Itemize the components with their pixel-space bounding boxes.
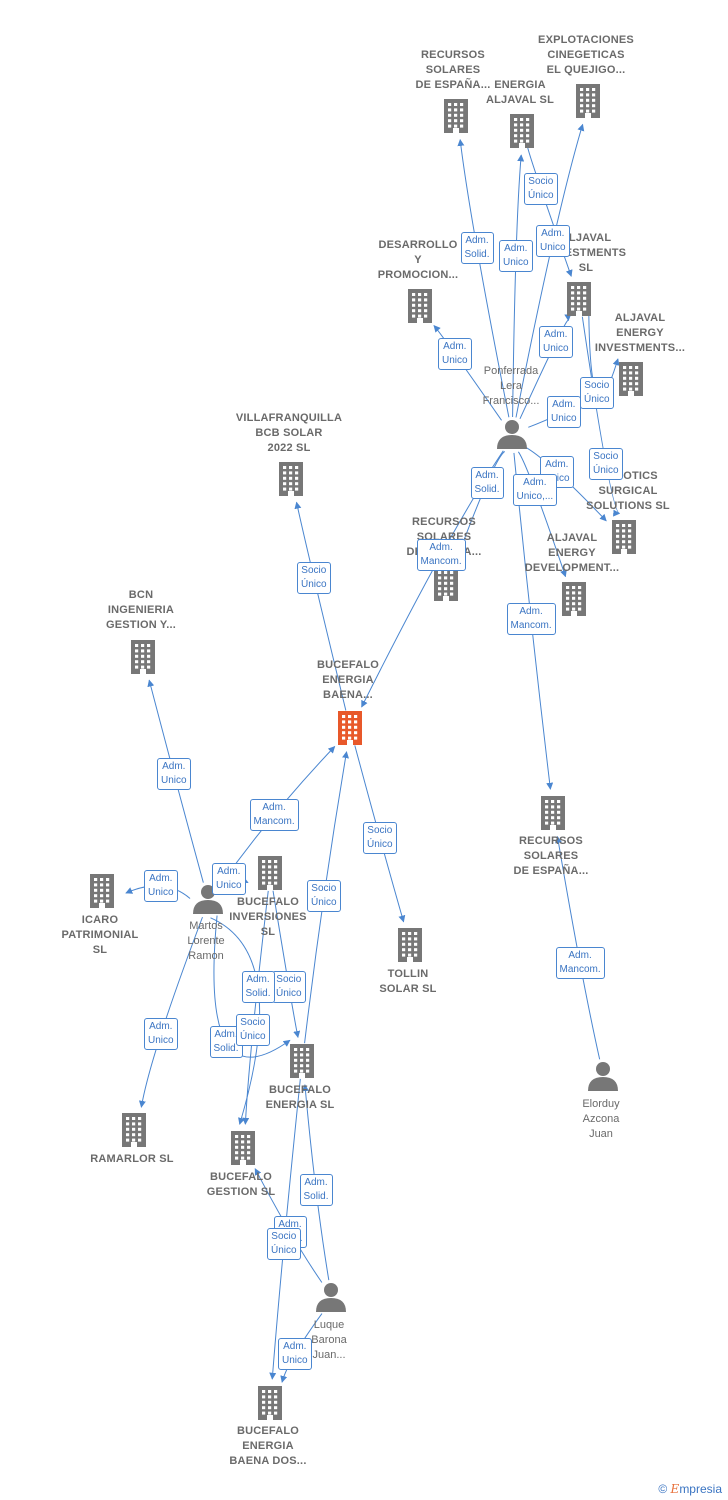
edge-label[interactable]: Adm.Unico: [499, 240, 533, 272]
building-icon-aljaval-energy-inv[interactable]: [619, 362, 643, 396]
building-icon-bucefalo-inv[interactable]: [258, 856, 282, 890]
node-label-ramarlor[interactable]: RAMARLOR SL: [90, 1153, 174, 1165]
edge-label[interactable]: Adm.Unico: [157, 758, 191, 790]
building-icon-bucefalo-dos[interactable]: [258, 1386, 282, 1420]
edge-label[interactable]: Adm.Mancom.: [249, 799, 299, 831]
building-icon-recursos-mid[interactable]: [434, 567, 458, 601]
building-icon-robotics[interactable]: [612, 520, 636, 554]
edge-label[interactable]: Adm.Unico: [536, 225, 570, 257]
edge-label[interactable]: Adm.Unico: [144, 870, 178, 902]
brand-e: E: [670, 1482, 680, 1496]
building-icon-ramarlor[interactable]: [122, 1113, 146, 1147]
building-icon-recursos-low[interactable]: [541, 796, 565, 830]
building-icon-bcn[interactable]: [131, 640, 155, 674]
edge-label[interactable]: Adm.Mancom.: [555, 947, 605, 979]
edge-label[interactable]: Adm.Unico: [278, 1338, 312, 1370]
person-icon-luque[interactable]: [316, 1283, 346, 1312]
edge-label[interactable]: Adm.Unico,...: [512, 474, 558, 506]
building-icon-villafranquilla[interactable]: [279, 462, 303, 496]
nodes-layer: [90, 84, 643, 1420]
footer-brand[interactable]: © Empresia: [658, 1482, 722, 1496]
edge-label[interactable]: Adm.Mancom.: [416, 539, 466, 571]
edge-label[interactable]: Adm.Mancom.: [506, 603, 556, 635]
building-icon-explotaciones[interactable]: [576, 84, 600, 118]
edge-label[interactable]: Adm.Unico: [438, 338, 472, 370]
building-icon-recursos-top[interactable]: [444, 99, 468, 133]
person-icon-ponferrada[interactable]: [497, 420, 527, 449]
person-icon-elorduy[interactable]: [588, 1062, 618, 1091]
building-icon-icaro[interactable]: [90, 874, 114, 908]
edge-label[interactable]: Adm.Unico: [144, 1018, 178, 1050]
copyright-symbol: ©: [658, 1482, 668, 1496]
person-icon-martos[interactable]: [193, 885, 223, 914]
building-icon-bucefalo-gestion[interactable]: [231, 1131, 255, 1165]
building-icon-aljaval-inv-sl[interactable]: [567, 282, 591, 316]
brand-name: mpresia: [679, 1482, 722, 1496]
edge-label[interactable]: Adm.Unico: [212, 863, 246, 895]
edge-label[interactable]: Adm.Solid.: [299, 1174, 333, 1206]
building-icon-aljaval-energy-dev[interactable]: [562, 582, 586, 616]
edge-label[interactable]: Adm.Unico: [547, 396, 581, 428]
building-icon-bucefalo-baena[interactable]: [338, 711, 362, 745]
building-icon-bucefalo-energia[interactable]: [290, 1044, 314, 1078]
building-icon-desarrollo[interactable]: [408, 289, 432, 323]
edge-label[interactable]: Adm.Unico: [539, 326, 573, 358]
edge-label[interactable]: Adm.Solid.: [241, 971, 275, 1003]
building-icon-energia-aljaval[interactable]: [510, 114, 534, 148]
building-icon-tollin[interactable]: [398, 928, 422, 962]
edge-label[interactable]: Adm.Solid.: [470, 467, 504, 499]
edge-label[interactable]: Adm.Solid.: [460, 232, 494, 264]
